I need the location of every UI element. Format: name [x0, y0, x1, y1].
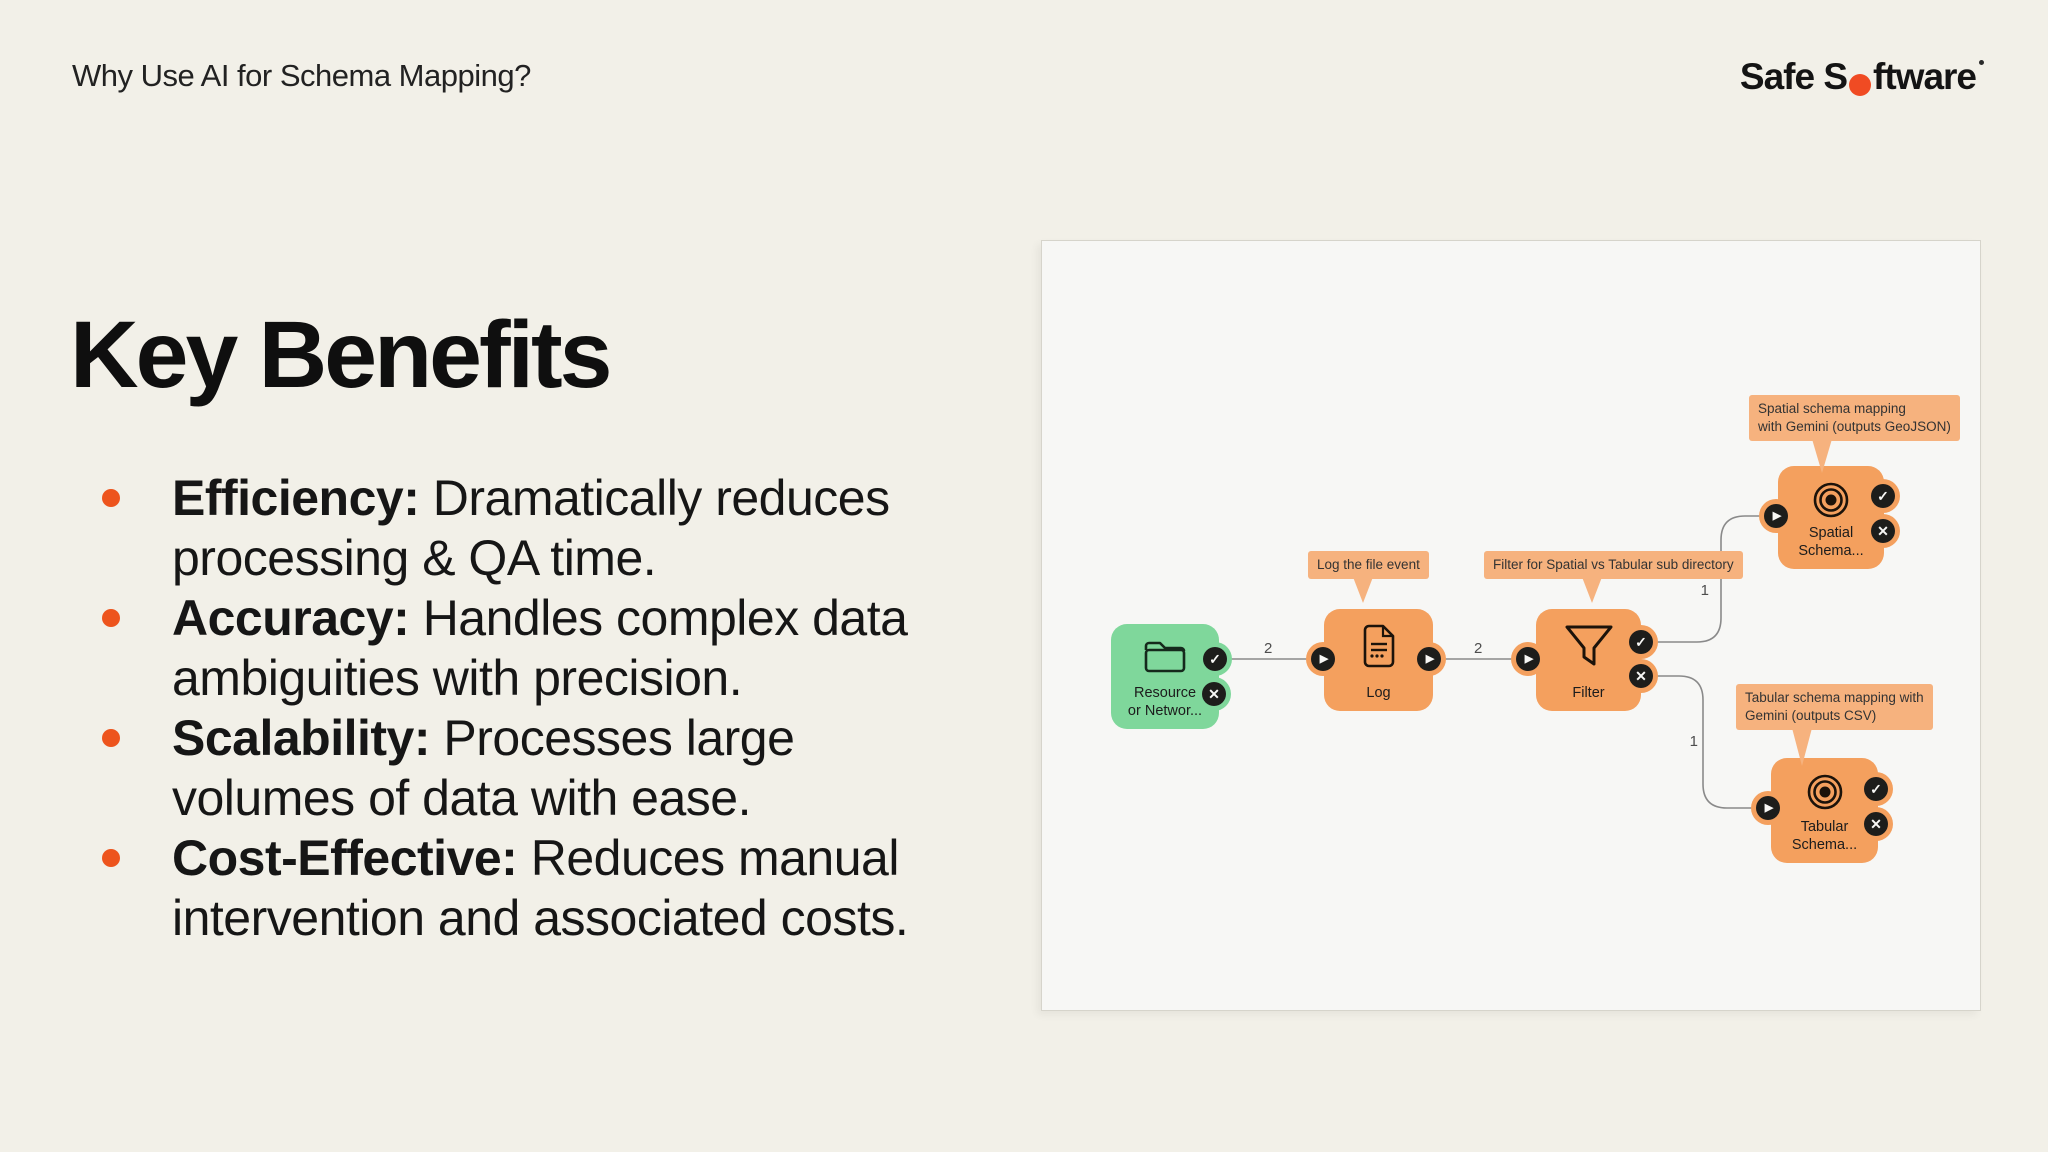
slide-header: Why Use AI for Schema Mapping? — [72, 58, 531, 93]
annotation-filter[interactable]: Filter for Spatial vs Tabular sub direct… — [1484, 551, 1743, 604]
annotation-tabular[interactable]: Tabular schema mapping with Gemini (outp… — [1736, 684, 1933, 767]
list-item: Cost-Effective: Reduces manual intervent… — [102, 828, 952, 948]
bullseye-icon — [1807, 774, 1842, 810]
benefit-term: Cost-Effective: — [172, 830, 518, 886]
port-output-badge[interactable]: ▶ — [1417, 647, 1441, 671]
node-tabular-schema[interactable]: Tabular Schema... — [1771, 758, 1878, 863]
benefit-term: Efficiency: — [172, 470, 420, 526]
folder-icon — [1144, 641, 1186, 673]
wire-filter-tabular — [1641, 675, 1767, 809]
port-input-badge[interactable]: ▶ — [1764, 504, 1788, 528]
bullet-icon — [102, 609, 120, 627]
workflow-canvas: 2 2 1 1 Resource or Networ... ✓ ✕ — [1041, 240, 1981, 1011]
benefit-text: Reduces manual intervention and associat… — [172, 830, 909, 946]
logo-trademark-icon — [1979, 60, 1984, 65]
document-icon — [1363, 624, 1394, 668]
node-resource[interactable]: Resource or Networ... — [1111, 624, 1219, 729]
port-success-badge[interactable]: ✓ — [1629, 630, 1653, 654]
node-label: Filter — [1572, 684, 1605, 701]
bullseye-icon — [1813, 482, 1849, 518]
node-spatial-schema[interactable]: Spatial Schema... — [1778, 466, 1884, 569]
annotation-log[interactable]: Log the file event — [1308, 551, 1429, 604]
node-label: Resource or Networ... — [1127, 684, 1203, 719]
benefit-text: Processes large volumes of data with eas… — [172, 710, 795, 826]
wire-count-label: 1 — [1701, 582, 1709, 599]
node-label: Tabular Schema... — [1791, 818, 1858, 853]
wire-count-label: 1 — [1690, 733, 1698, 750]
wire-count-label: 2 — [1474, 640, 1482, 657]
node-label: Log — [1366, 684, 1391, 701]
funnel-icon — [1565, 625, 1612, 666]
benefit-text: Handles complex data ambiguities with pr… — [172, 590, 908, 706]
bullet-icon — [102, 489, 120, 507]
benefit-term: Scalability: — [172, 710, 431, 766]
port-failure-badge[interactable]: ✕ — [1871, 519, 1895, 543]
bullet-icon — [102, 729, 120, 747]
benefit-term: Accuracy: — [172, 590, 410, 646]
port-success-badge[interactable]: ✓ — [1864, 777, 1888, 801]
annotation-pointer — [1353, 577, 1373, 604]
list-item: Scalability: Processes large volumes of … — [102, 708, 952, 828]
benefits-list: Efficiency: Dramatically reduces process… — [102, 468, 952, 948]
annotation-spatial[interactable]: Spatial schema mapping with Gemini (outp… — [1749, 395, 1960, 474]
safe-software-logo: Safe S ftware — [1740, 56, 1984, 98]
list-item: Accuracy: Handles complex data ambiguiti… — [102, 588, 952, 708]
port-input-badge[interactable]: ▶ — [1756, 796, 1780, 820]
list-item: Efficiency: Dramatically reduces process… — [102, 468, 952, 588]
wire-count-label: 2 — [1264, 640, 1272, 657]
node-label: Spatial Schema... — [1798, 524, 1864, 559]
page-title: Key Benefits — [70, 302, 612, 408]
logo-dot-icon — [1849, 74, 1872, 96]
port-input-badge[interactable]: ▶ — [1516, 647, 1540, 671]
port-input-badge[interactable]: ▶ — [1311, 647, 1335, 671]
benefit-text: Dramatically reduces processing & QA tim… — [172, 470, 890, 586]
node-filter[interactable]: Filter — [1536, 609, 1641, 711]
annotation-pointer — [1792, 728, 1812, 767]
annotation-pointer — [1812, 439, 1832, 474]
port-success-badge[interactable]: ✓ — [1203, 647, 1227, 671]
logo-text-right: ftware — [1873, 56, 1977, 97]
annotation-pointer — [1582, 577, 1602, 604]
port-failure-badge[interactable]: ✕ — [1629, 664, 1653, 688]
port-failure-badge[interactable]: ✕ — [1864, 812, 1888, 836]
bullet-icon — [102, 849, 120, 867]
port-failure-badge[interactable]: ✕ — [1202, 682, 1226, 706]
port-success-badge[interactable]: ✓ — [1871, 484, 1895, 508]
logo-text-left: Safe S — [1739, 56, 1848, 97]
